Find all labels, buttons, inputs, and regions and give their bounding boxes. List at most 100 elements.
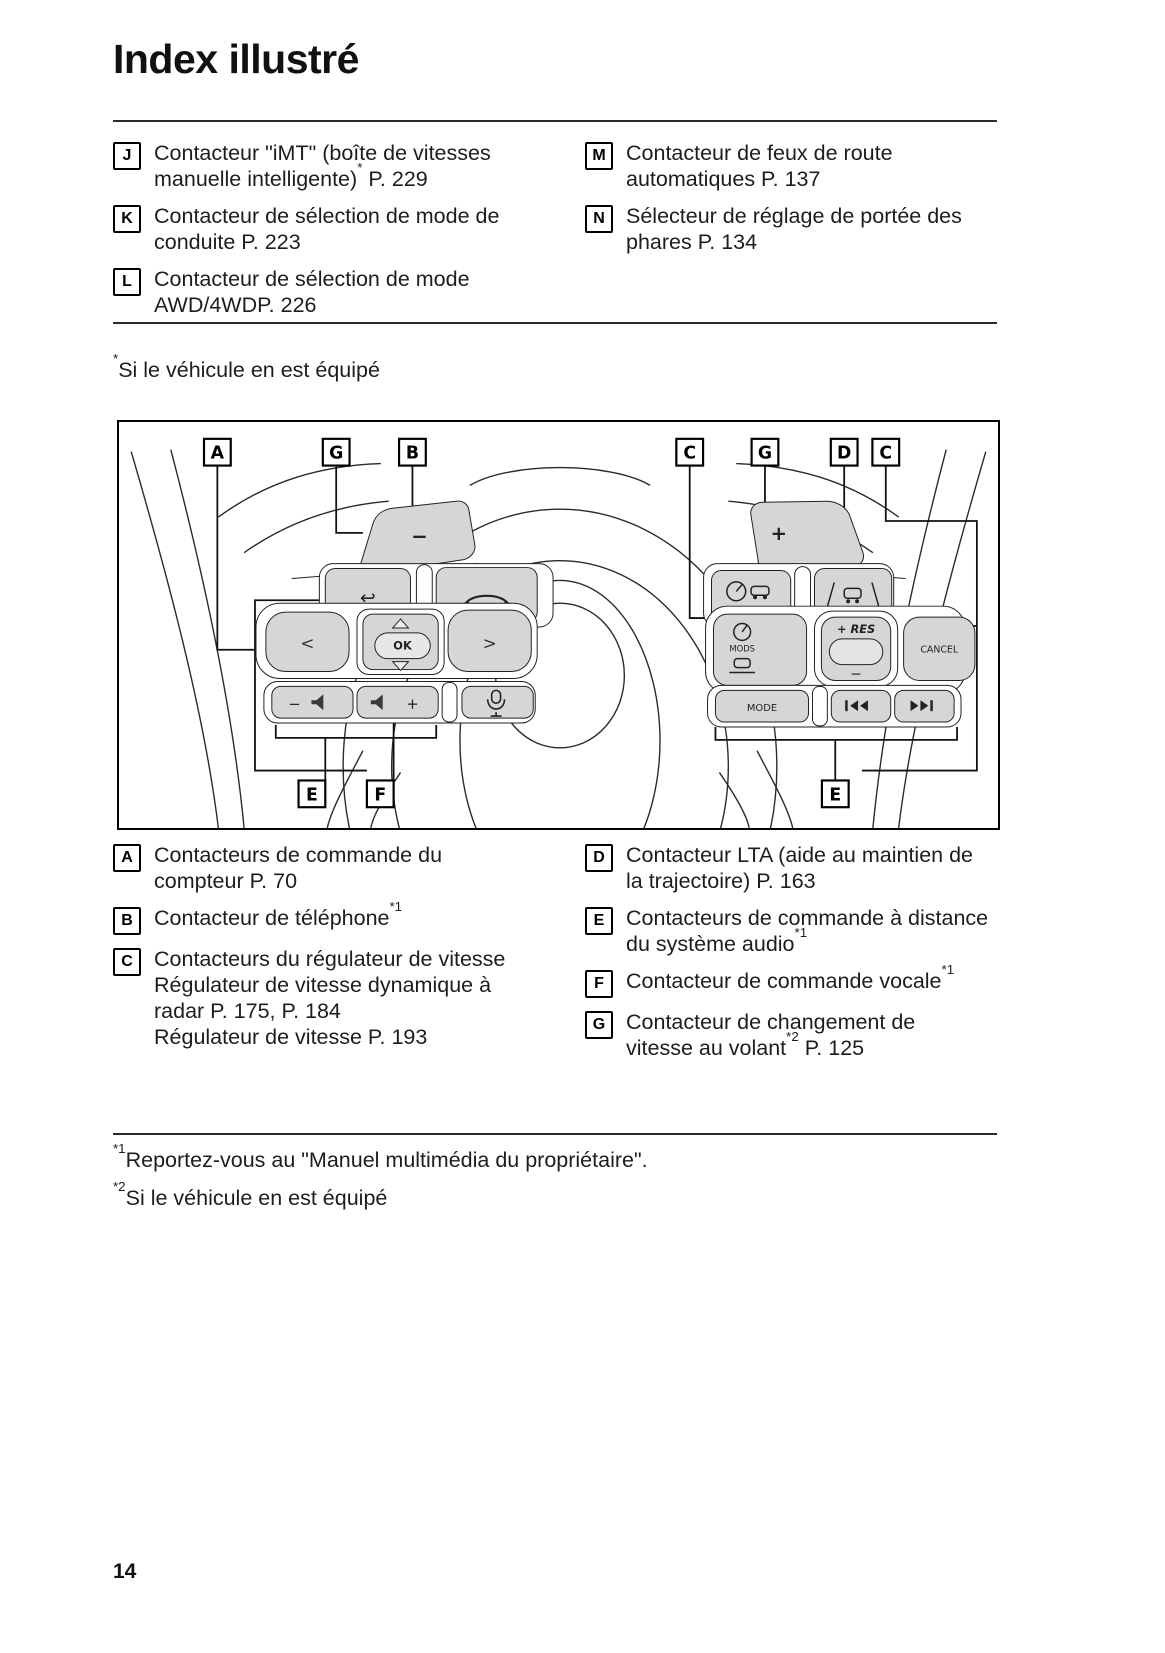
- paddle-minus-label: −: [411, 525, 428, 548]
- callout-boxes: A G B C G D C E F E: [202, 437, 901, 809]
- speaker-icon: [370, 694, 383, 711]
- divider-rule-bottom: [113, 1133, 997, 1135]
- volume-minus-label: −: [288, 695, 300, 713]
- item-letter-badge: F: [585, 970, 613, 998]
- item-line: Contacteur "iMT" (boîte de vitesses: [154, 141, 491, 165]
- legend-item-B: B Contacteur de téléphone*1: [113, 898, 583, 935]
- item-line: Contacteurs de commande à distance: [626, 906, 989, 930]
- res-label: + RES: [837, 622, 875, 636]
- item-line: du système audio*1: [626, 924, 808, 956]
- divider-rule-top: [113, 120, 997, 122]
- bracket-left-cluster: [254, 599, 367, 772]
- item-letter-badge: K: [113, 205, 141, 233]
- svg-text:E: E: [829, 785, 841, 805]
- asterisk-superscript: *2: [786, 1028, 799, 1044]
- svg-text:D: D: [837, 444, 851, 464]
- legend-item-E: E Contacteurs de commande à distance du …: [585, 905, 1015, 957]
- previous-track-button: [830, 689, 892, 723]
- asterisk-superscript: *1: [794, 924, 808, 940]
- item-line: Contacteur de commande vocale*1: [626, 961, 955, 993]
- volume-up-button: +: [356, 685, 439, 719]
- legend-bottom-right-column: D Contacteur LTA (aide au maintien de la…: [585, 842, 1015, 1072]
- lane-keep-icon: [825, 582, 881, 611]
- leader-G-left: [335, 465, 363, 534]
- legend-item-M: M Contacteur de feux de route automatiqu…: [585, 140, 1015, 192]
- set-minus-label: −: [850, 666, 862, 682]
- item-letter-badge: C: [113, 948, 141, 976]
- callout-G-left: G: [321, 437, 351, 467]
- svg-text:G: G: [329, 444, 343, 464]
- callout-B: B: [397, 437, 427, 467]
- mode-button: MODE: [714, 689, 810, 723]
- left-arrow-icon: <: [300, 633, 314, 653]
- speaker-icon: [311, 694, 324, 711]
- svg-text:F: F: [374, 785, 386, 805]
- callout-E-left: E: [297, 779, 327, 809]
- steering-wheel-illustration: − + ↩: [130, 437, 987, 828]
- item-line: Contacteur de téléphone*1: [154, 898, 403, 930]
- legend-item-G: G Contacteur de changement de vitesse au…: [585, 1009, 1015, 1061]
- steering-wheel-diagram: − + ↩: [117, 420, 1000, 830]
- item-line: Contacteur de sélection de mode de: [154, 204, 500, 228]
- item-line: Contacteur de feux de route: [626, 141, 893, 165]
- callout-G-right: G: [750, 437, 780, 467]
- callout-leader-lines: [216, 465, 978, 781]
- item-letter-badge: D: [585, 844, 613, 872]
- legend-top-left-column: J Contacteur "iMT" (boîte de vitesses ma…: [113, 140, 583, 329]
- callout-A: A: [202, 437, 232, 467]
- svg-text:G: G: [758, 444, 772, 464]
- legend-item-L: L Contacteur de sélection de mode AWD/4W…: [113, 266, 583, 318]
- svg-text:A: A: [211, 444, 225, 464]
- paddle-plus-label: +: [771, 522, 788, 545]
- item-letter-badge: G: [585, 1011, 613, 1039]
- item-line: radar P. 175, P. 184: [154, 999, 341, 1023]
- volume-plus-label: +: [406, 695, 418, 713]
- asterisk-superscript: *: [113, 350, 119, 366]
- page-number: 14: [113, 1560, 137, 1583]
- mods-label: MODS: [729, 644, 755, 654]
- item-line: Contacteur de sélection de mode: [154, 267, 470, 291]
- item-line: Contacteurs du régulateur de vitesse: [154, 947, 506, 971]
- item-line: AWD/4WDP. 226: [154, 293, 317, 317]
- item-line: Régulateur de vitesse dynamique à: [154, 973, 492, 997]
- item-letter-badge: E: [585, 907, 613, 935]
- callout-C-second: C: [871, 437, 901, 467]
- svg-text:B: B: [406, 444, 419, 464]
- ok-button: OK: [356, 608, 445, 676]
- divider-rule-middle: [113, 322, 997, 324]
- legend-top-right-column: M Contacteur de feux de route automatiqu…: [585, 140, 1015, 266]
- speedometer-icon: [733, 622, 752, 642]
- divider-pill: [812, 685, 828, 727]
- next-track-icon: [910, 700, 933, 712]
- down-arrow-icon: [391, 661, 410, 672]
- page-title: Index illustré: [113, 36, 359, 82]
- svg-text:C: C: [879, 444, 892, 464]
- item-line: Contacteur de changement de: [626, 1010, 916, 1034]
- footnote-multimedia-manual: *1Reportez-vous au "Manuel multimédia du…: [113, 1140, 648, 1172]
- legend-item-A: A Contacteurs de commande du compteur P.…: [113, 842, 583, 894]
- right-control-cluster: MODS + RES − CANCEL: [703, 563, 976, 728]
- item-letter-badge: M: [585, 142, 613, 170]
- speed-limiter-icon: [729, 657, 756, 674]
- ok-label: OK: [393, 639, 413, 653]
- item-line: Contacteur LTA (aide au maintien de: [626, 843, 973, 867]
- callout-D: D: [829, 437, 859, 467]
- item-letter-badge: N: [585, 205, 613, 233]
- left-arrow-button: <: [265, 611, 350, 673]
- callout-C-first: C: [675, 437, 705, 467]
- asterisk-superscript: *1: [389, 898, 403, 914]
- item-line: Contacteurs de commande du: [154, 843, 443, 867]
- bracket-audio-right: [714, 726, 958, 741]
- legend-item-C: C Contacteurs du régulateur de vitesse R…: [113, 946, 583, 1050]
- item-line: la trajectoire) P. 163: [626, 869, 816, 893]
- radar-cruise-icon: [726, 581, 770, 602]
- leader-A: [216, 465, 255, 651]
- legend-item-K: K Contacteur de sélection de mode de con…: [113, 203, 583, 255]
- asterisk-superscript: *2: [113, 1178, 126, 1194]
- asterisk-superscript: *1: [113, 1140, 126, 1156]
- callout-F: F: [365, 779, 395, 809]
- svg-text:E: E: [306, 785, 318, 805]
- item-line: Régulateur de vitesse P. 193: [154, 1025, 428, 1049]
- legend-item-J: J Contacteur "iMT" (boîte de vitesses ma…: [113, 140, 583, 192]
- callout-E-right: E: [820, 779, 850, 809]
